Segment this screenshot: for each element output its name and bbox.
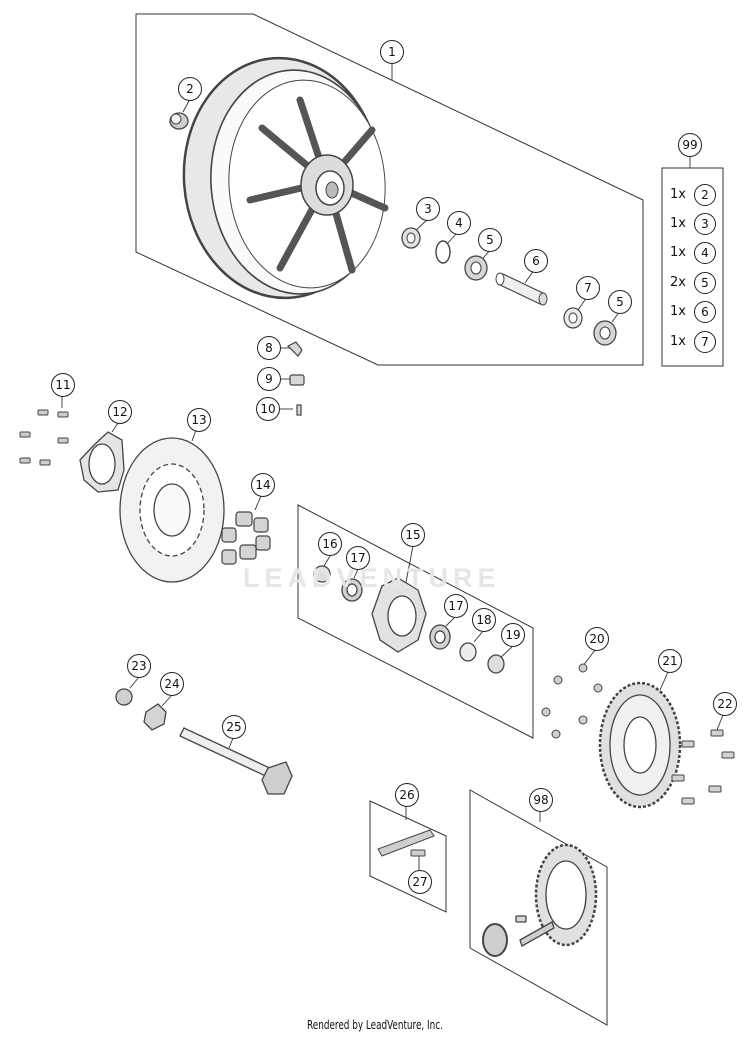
callout-6: 6: [524, 249, 548, 273]
wheel-bearings-spacers: [401, 227, 617, 346]
kit-99-qty: 1x: [670, 216, 686, 231]
rear-wheel: [182, 56, 389, 300]
kit-99-row: 1x 6: [670, 301, 730, 323]
callout-7: 7: [576, 276, 600, 300]
kit-99-part: 3: [694, 213, 716, 235]
chain-panel: [369, 800, 447, 913]
callout-27: 27: [408, 870, 432, 894]
callout-10: 10: [256, 397, 280, 421]
sensor-parts: [286, 341, 305, 416]
brake-disc-screws: [19, 409, 69, 466]
chain-segment: [377, 829, 435, 857]
kit-99-part: 4: [694, 242, 716, 264]
hub-panel: [297, 504, 534, 739]
callout-1: 1: [380, 40, 404, 64]
kit-99-qty: 1x: [670, 334, 686, 349]
callout-99: 99: [678, 133, 702, 157]
callout-5b: 5: [608, 290, 632, 314]
callout-16: 16: [318, 532, 342, 556]
callout-17b: 17: [444, 594, 468, 618]
sprocket-nuts: [541, 663, 603, 739]
kit-99-part: 5: [694, 272, 716, 294]
kit-99-part: 7: [694, 331, 716, 353]
kit-99-row: 1x 2: [670, 184, 730, 206]
callout-9: 9: [257, 367, 281, 391]
callout-25: 25: [222, 715, 246, 739]
kit-99-row: 1x 7: [670, 331, 730, 353]
callout-98: 98: [529, 788, 553, 812]
kit-99-row: 1x 3: [670, 213, 730, 235]
callout-17: 17: [346, 546, 370, 570]
axle-assembly: [115, 688, 293, 795]
cush-drive-dampers: [221, 511, 271, 565]
rear-sprocket: [598, 681, 682, 809]
callout-19: 19: [501, 623, 525, 647]
callout-22: 22: [713, 692, 737, 716]
callout-21: 21: [658, 649, 682, 673]
kit-99-qty: 2x: [670, 275, 686, 290]
callout-3: 3: [416, 197, 440, 221]
kit-99-part: 2: [694, 184, 716, 206]
kit-99-part: 6: [694, 301, 716, 323]
callout-4: 4: [447, 211, 471, 235]
panel-outlines: [135, 13, 724, 1026]
callout-5: 5: [478, 228, 502, 252]
drive-kit-panel: [469, 789, 608, 1026]
callout-18: 18: [472, 608, 496, 632]
kit-99-row: 2x 5: [670, 272, 730, 294]
callout-23: 23: [127, 654, 151, 678]
valve-cap: [169, 112, 189, 130]
callout-14: 14: [251, 473, 275, 497]
callout-12: 12: [108, 400, 132, 424]
callout-20: 20: [585, 627, 609, 651]
sprocket-bolts: [671, 729, 735, 805]
disc-carrier: [79, 431, 125, 493]
kit-99-qty: 1x: [670, 304, 686, 319]
callout-13: 13: [187, 408, 211, 432]
callout-8: 8: [257, 336, 281, 360]
callout-2: 2: [178, 77, 202, 101]
footer-credit: Rendered by LeadVenture, Inc.: [307, 1018, 443, 1032]
kit-99-panel: [661, 167, 724, 367]
kit-99-qty: 1x: [670, 245, 686, 260]
brake-disc: [119, 437, 225, 583]
kit-99-row: 1x 4: [670, 242, 730, 264]
callout-15: 15: [401, 523, 425, 547]
drive-kit-parts: [482, 843, 598, 957]
wheel-panel: [135, 13, 644, 366]
callout-26: 26: [395, 783, 419, 807]
watermark: LEADVENTURE: [243, 563, 501, 593]
rear-sprocket-carrier: [313, 565, 505, 674]
callout-24: 24: [160, 672, 184, 696]
callout-11: 11: [51, 373, 75, 397]
kit-99-qty: 1x: [670, 187, 686, 202]
